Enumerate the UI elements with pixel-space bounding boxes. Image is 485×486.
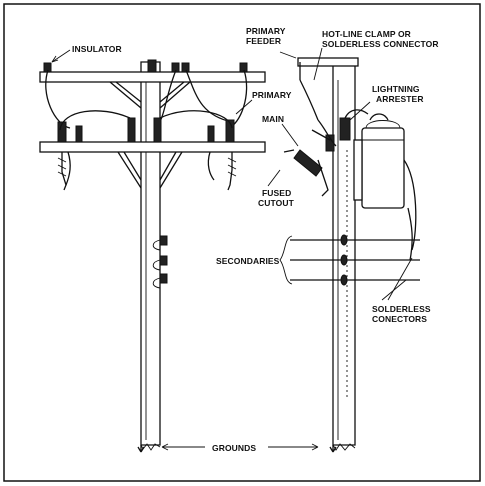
- diagram-frame: [3, 3, 481, 482]
- insulator-icon: [43, 59, 248, 73]
- left-lower-crossarm: [39, 141, 266, 153]
- secondaries-lines: [290, 207, 420, 286]
- label-solderless-2: CONECTORS: [372, 314, 427, 324]
- label-lightning-2: ARRESTER: [376, 94, 424, 104]
- label-secondaries: SECONDARIES: [216, 256, 280, 266]
- label-primary-feeder-1: PRIMARY: [246, 26, 286, 36]
- label-primary-feeder-2: FEEDER: [246, 36, 281, 46]
- fused-cutout-icon: [283, 129, 335, 197]
- label-lightning-1: LIGHTNING: [372, 84, 420, 94]
- left-cutout-insulators: [57, 117, 235, 143]
- label-hotline-1: HOT-LINE CLAMP OR: [322, 29, 411, 39]
- label-solderless-1: SOLDERLESS: [372, 304, 431, 314]
- label-fused-1: FUSED: [262, 188, 291, 198]
- label-hotline-2: SOLDERLESS CONNECTOR: [322, 39, 439, 49]
- label-insulator: INSULATOR: [72, 44, 122, 54]
- left-upper-crossarm: [39, 71, 266, 83]
- transformer: [353, 113, 417, 251]
- left-secondary-rack: [152, 235, 168, 289]
- lightning-arrester-icon: [339, 109, 369, 141]
- left-pole: [39, 59, 266, 453]
- right-pole: [283, 57, 420, 453]
- label-primary: PRIMARY: [252, 90, 292, 100]
- label-grounds: GROUNDS: [212, 443, 256, 453]
- label-main: MAIN: [262, 114, 284, 124]
- label-fused-2: CUTOUT: [258, 198, 295, 208]
- leader-lines: [51, 47, 413, 451]
